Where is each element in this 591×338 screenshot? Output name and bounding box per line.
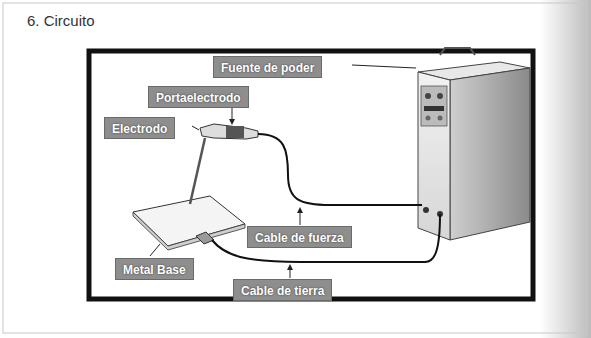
electrode-holder [200, 124, 258, 139]
leader-line [290, 267, 291, 278]
part-label: Portaelectrodo [156, 91, 241, 105]
part-label: Electrodo [112, 122, 167, 136]
ground-clamp [196, 232, 214, 244]
plate-edge [133, 212, 245, 250]
power-cable [258, 134, 422, 205]
label-box: Cable de tierra [233, 279, 332, 301]
leader-line [300, 210, 301, 225]
part-label: Fuente de poder [221, 61, 314, 75]
slide-title: 6. Circuito [27, 12, 95, 29]
holder-grip [226, 126, 244, 138]
part-label: Metal Base [123, 263, 186, 277]
label-box: Metal Base [115, 258, 194, 280]
leader-line [192, 126, 199, 130]
label-box: Portaelectrodo [148, 86, 249, 108]
welding-machine [418, 48, 530, 240]
leader-line [352, 65, 416, 68]
picture-frame [89, 51, 533, 299]
label-box: Cable de fuerza [247, 226, 352, 248]
ground-cable [212, 214, 440, 262]
side-band [540, 0, 591, 338]
slide-border [3, 3, 587, 333]
part-label: Cable de tierra [241, 284, 324, 298]
electrode [190, 138, 205, 204]
leader-line [150, 244, 160, 256]
label-box: Electrodo [104, 117, 175, 139]
label-box: Fuente de poder [213, 56, 322, 78]
part-label: Cable de fuerza [255, 231, 344, 245]
